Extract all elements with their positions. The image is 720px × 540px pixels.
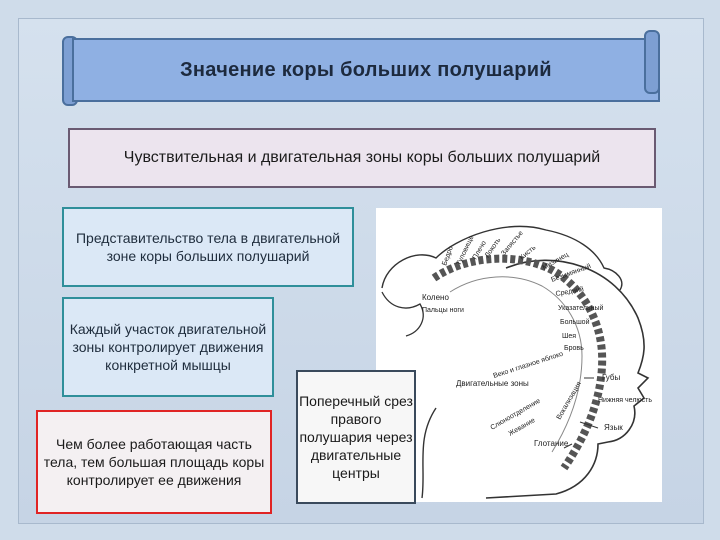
- label-body-arc-11: Большой: [560, 318, 590, 326]
- swallowing-pointer: [563, 443, 573, 449]
- more-working-box: Чем более работающая часть тела, тем бол…: [36, 410, 272, 514]
- representation-text: Представительство тела в двигательной зо…: [75, 230, 341, 264]
- page-title: Значение коры больших полушарий: [180, 58, 552, 81]
- label-body-arc-1: Бедро: [441, 245, 455, 266]
- label-swallowing: Глотание: [534, 439, 569, 448]
- label-body-arc-13: Бровь: [564, 345, 584, 352]
- neck-outline: [421, 407, 437, 499]
- each-area-box: Каждый участок двигательной зоны контрол…: [62, 297, 274, 397]
- motor-strip-inner: [449, 276, 583, 453]
- arm-outline: [381, 225, 623, 291]
- tongue-pointer: [579, 421, 599, 429]
- label-eyelid: Веко и глазное яблоко: [492, 350, 564, 380]
- label-toes: Пальцы ноги: [422, 307, 464, 314]
- scroll-curl-right: [644, 30, 660, 94]
- label-body-arc-10: Указательный: [558, 304, 604, 312]
- homunculus-diagram: Бедро Туловище Плечо Локоть Запястье Кис…: [376, 208, 662, 502]
- cross-section-box: Поперечный срез правого полушария через …: [296, 370, 416, 504]
- title-banner-body: Значение коры больших полушарий: [72, 38, 660, 102]
- title-banner: Значение коры больших полушарий: [62, 30, 660, 106]
- head-outline: [485, 259, 650, 499]
- label-body-arc-4: Локоть: [484, 237, 503, 260]
- more-working-text: Чем более работающая часть тела, тем бол…: [43, 436, 265, 488]
- label-tongue: Язык: [604, 423, 623, 432]
- label-motor-zones: Двигательные зоны: [456, 379, 529, 388]
- cross-section-text: Поперечный срез правого полушария через …: [299, 393, 413, 481]
- homunculus-svg: Бедро Туловище Плечо Локоть Запястье Кис…: [381, 225, 652, 499]
- label-lips: Губы: [602, 373, 620, 382]
- each-area-text: Каждый участок двигательной зоны контрол…: [69, 321, 267, 373]
- label-body-arc-12: Шея: [562, 333, 576, 340]
- label-knee: Колено: [422, 293, 449, 302]
- leg-outline: [381, 291, 424, 337]
- subtitle-text: Чувствительная и двигательная зоны коры …: [123, 149, 601, 166]
- label-lower-jaw: Нижняя челюсть: [598, 397, 652, 404]
- label-vocalization: Вокализация: [556, 381, 583, 421]
- motor-strip: [431, 254, 607, 471]
- subtitle-box: Чувствительная и двигательная зоны коры …: [68, 128, 656, 188]
- representation-box: Представительство тела в двигательной зо…: [62, 207, 354, 287]
